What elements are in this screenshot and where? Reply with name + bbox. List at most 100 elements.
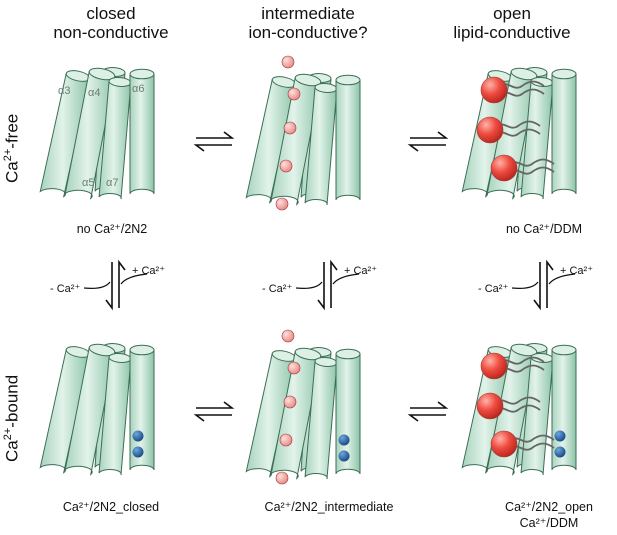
label-plus-ca: + Ca²⁺ [560, 265, 593, 277]
helix-alpha7 [520, 77, 554, 200]
helix-label: α6 [132, 83, 144, 95]
column-title-closed: closed non-conductive [21, 4, 201, 42]
helix-alpha6 [551, 68, 577, 195]
channel-inter [245, 55, 361, 211]
helix-body [270, 76, 322, 206]
helix-top [294, 73, 322, 87]
lipid-tail [499, 356, 545, 365]
ion [279, 433, 293, 447]
arrow-backward [407, 144, 446, 152]
lipid-tail [495, 396, 541, 405]
arrow-forward [410, 131, 449, 139]
helix-top [88, 343, 116, 357]
helix-alpha7 [520, 353, 554, 476]
channel-inter [245, 329, 361, 485]
ion [283, 395, 297, 409]
arrow-backward [193, 414, 232, 422]
column-title-line1: closed [86, 4, 136, 23]
caption-bottom-right-2: Ca²⁺/DDM [519, 516, 579, 530]
caption-bottom-left: Ca²⁺/2N2_closed [62, 500, 160, 514]
minus-curve [295, 281, 323, 289]
eq-bottom-left [193, 401, 235, 422]
lipid-tail [495, 120, 541, 129]
helix-body [98, 80, 132, 200]
helix-body [270, 350, 322, 480]
column-title-line2: non-conductive [53, 23, 169, 42]
label-minus-ca: - Ca²⁺ [478, 283, 508, 295]
helix-body [304, 360, 338, 480]
helix-body [129, 73, 155, 195]
lipid-head [480, 76, 508, 104]
caption-bottom-middle: Ca²⁺/2N2_intermediate [264, 500, 394, 514]
ion [281, 329, 295, 343]
arrow-down [105, 262, 113, 311]
eq-vertical-left: - Ca²⁺ + Ca²⁺ [50, 259, 165, 311]
helix-body [64, 346, 116, 476]
helix-alpha6 [129, 68, 155, 195]
helix-label: α7 [106, 177, 118, 189]
channel-open [461, 343, 577, 476]
helix-top [510, 343, 538, 357]
ion [281, 55, 295, 69]
helix-alpha7 [304, 357, 338, 480]
helix-alpha4 [64, 67, 116, 200]
lipid-tail [509, 158, 555, 167]
lipid-head [476, 116, 504, 144]
helix-top [335, 348, 361, 360]
helix-body [64, 70, 116, 200]
helix-alpha4 [64, 343, 116, 476]
arrow-up [330, 259, 338, 308]
arrow-up [118, 259, 126, 308]
caption-bottom-right-1: Ca²⁺/2N2_open [505, 500, 593, 514]
helix-body [520, 80, 554, 200]
label-plus-ca: + Ca²⁺ [344, 265, 377, 277]
helix-alpha4 [270, 347, 322, 480]
eq-vertical-middle: - Ca²⁺+ Ca²⁺ [262, 259, 377, 311]
eq-vertical-right: - Ca²⁺ + Ca²⁺ [478, 259, 593, 311]
ion [283, 121, 297, 135]
helix-label: α3 [58, 85, 70, 97]
calcium-ion [132, 430, 144, 442]
column-title-intermediate: intermediate ion-conductive? [218, 4, 398, 42]
eq-bottom-right [407, 401, 449, 422]
helix-alpha7 [98, 353, 132, 476]
lipid-head [480, 352, 508, 380]
arrow-down [533, 262, 541, 311]
channel-open [461, 67, 577, 200]
helix-body [551, 73, 577, 195]
ion [275, 197, 289, 211]
arrow-forward [196, 131, 235, 139]
helix-top [294, 347, 322, 361]
ion [287, 361, 301, 375]
helix-body [304, 86, 338, 206]
lipid-head [490, 430, 518, 458]
helix-body [520, 356, 554, 476]
equilibrium-arrows: - Ca²⁺+ Ca²⁺- Ca²⁺+ Ca²⁺- Ca²⁺+ Ca²⁺ [50, 131, 593, 422]
helix-alpha3 [245, 350, 297, 478]
helix-top [510, 67, 538, 81]
arrow-down [317, 262, 325, 311]
lipid-head [476, 392, 504, 420]
calcium-ion [338, 434, 350, 446]
calcium-ion [554, 430, 566, 442]
helix-body [98, 356, 132, 476]
eq-top-right [407, 131, 449, 152]
label-plus-ca: + Ca²⁺ [132, 265, 165, 277]
helix-alpha3 [39, 346, 91, 474]
label-minus-ca: - Ca²⁺ [50, 283, 80, 295]
helix-top [129, 344, 155, 356]
helix-body [335, 79, 361, 201]
helix-alpha7 [304, 83, 338, 206]
column-title-line1: open [493, 4, 531, 23]
arrow-backward [193, 144, 232, 152]
helix-body [39, 72, 91, 198]
helix-top [551, 344, 577, 356]
helix-top [129, 68, 155, 80]
arrow-backward [407, 414, 446, 422]
eq-top-left [193, 131, 235, 152]
caption-top-right: no Ca²⁺/DDM [505, 222, 583, 236]
